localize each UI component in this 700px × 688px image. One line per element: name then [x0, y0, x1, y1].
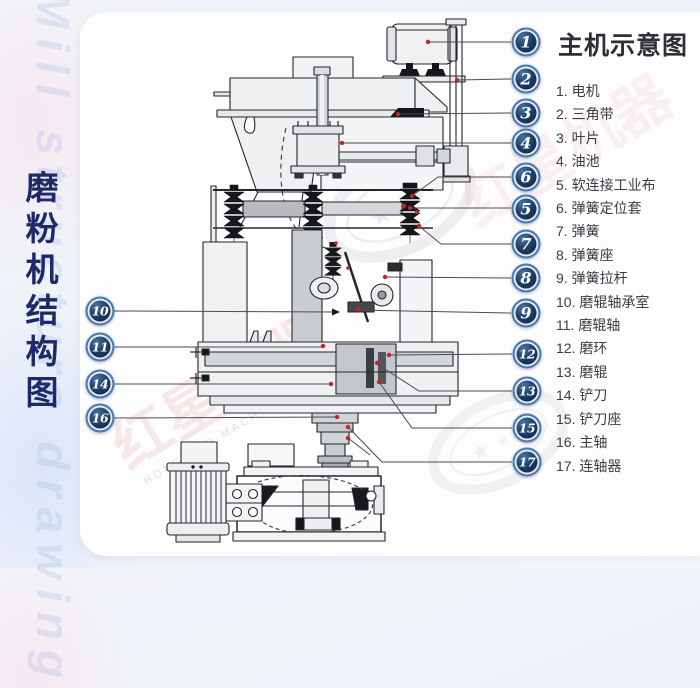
classifier-assembly	[290, 66, 451, 179]
legend-item: 7. 弹簧	[556, 223, 600, 240]
callout-13: 13	[512, 376, 542, 406]
callout-14: 14	[85, 369, 115, 399]
legend-item: 17. 连轴器	[556, 457, 622, 474]
callout-7: 7	[511, 229, 541, 259]
callout-1: 1	[511, 27, 541, 57]
callout-15: 15	[512, 413, 542, 443]
gearbox	[225, 460, 386, 542]
legend-item: 2. 三角带	[556, 106, 614, 123]
legend-item: 6. 弹簧定位套	[556, 200, 642, 217]
legend-item: 11. 磨辊轴	[556, 317, 621, 334]
legend-item: 9. 弹簧拉杆	[556, 270, 628, 287]
legend-item: 1. 电机	[556, 83, 600, 99]
callout-11: 11	[85, 332, 115, 362]
leader-arrow	[332, 308, 340, 316]
legend-item: 15. 铲刀座	[556, 410, 622, 427]
top-motor	[382, 23, 466, 83]
legend-item: 13. 磨辊	[556, 363, 608, 380]
bottom-motor	[166, 441, 230, 543]
leader-lines	[113, 41, 513, 463]
callout-12: 12	[512, 339, 542, 369]
base-body	[190, 341, 459, 414]
legend-item: 16. 主轴	[556, 434, 608, 451]
legend-item: 12. 磨环	[556, 340, 608, 357]
svg-text:★: ★	[493, 430, 513, 452]
legend-item: 5. 软连接工业布	[556, 176, 656, 193]
legend-title: 主机示意图	[558, 32, 689, 60]
legend-item: 8. 弹簧座	[556, 246, 614, 263]
callout-3: 3	[511, 98, 541, 128]
legend-item: 3. 叶片	[556, 129, 600, 146]
legend-item: 14. 铲刀	[556, 387, 608, 404]
callout-9: 9	[511, 298, 541, 328]
spring-section	[210, 182, 433, 246]
legend: 主机示意图 1. 电机 2. 三角带 3. 叶片 4. 油池 5. 软连接工业布…	[556, 26, 696, 478]
mid-body	[202, 229, 433, 343]
callout-6: 6	[511, 162, 541, 192]
motor-feet	[399, 63, 446, 76]
callout-10: 10	[85, 296, 115, 326]
mill-diagram: ★ ★ ★ ★ ★ 红星机器 HONGXING MACHINERY 红星机器	[101, 18, 684, 543]
callout-2: 2	[511, 64, 541, 94]
callout-4: 4	[511, 128, 541, 158]
callout-5: 5	[511, 194, 541, 224]
part-markers	[320, 39, 460, 441]
page-title: 磨粉机结构图	[21, 170, 58, 416]
coupling-plate	[225, 483, 263, 522]
legend-item: 10. 磨辊轴承室	[556, 293, 650, 310]
machine-drawing	[166, 18, 471, 543]
callout-17: 17	[512, 447, 542, 477]
spring-tie-rod	[324, 241, 342, 284]
callout-8: 8	[511, 263, 541, 293]
svg-text:★: ★	[466, 436, 495, 467]
callout-16: 16	[85, 403, 115, 433]
legend-item: 4. 油池	[556, 153, 600, 170]
